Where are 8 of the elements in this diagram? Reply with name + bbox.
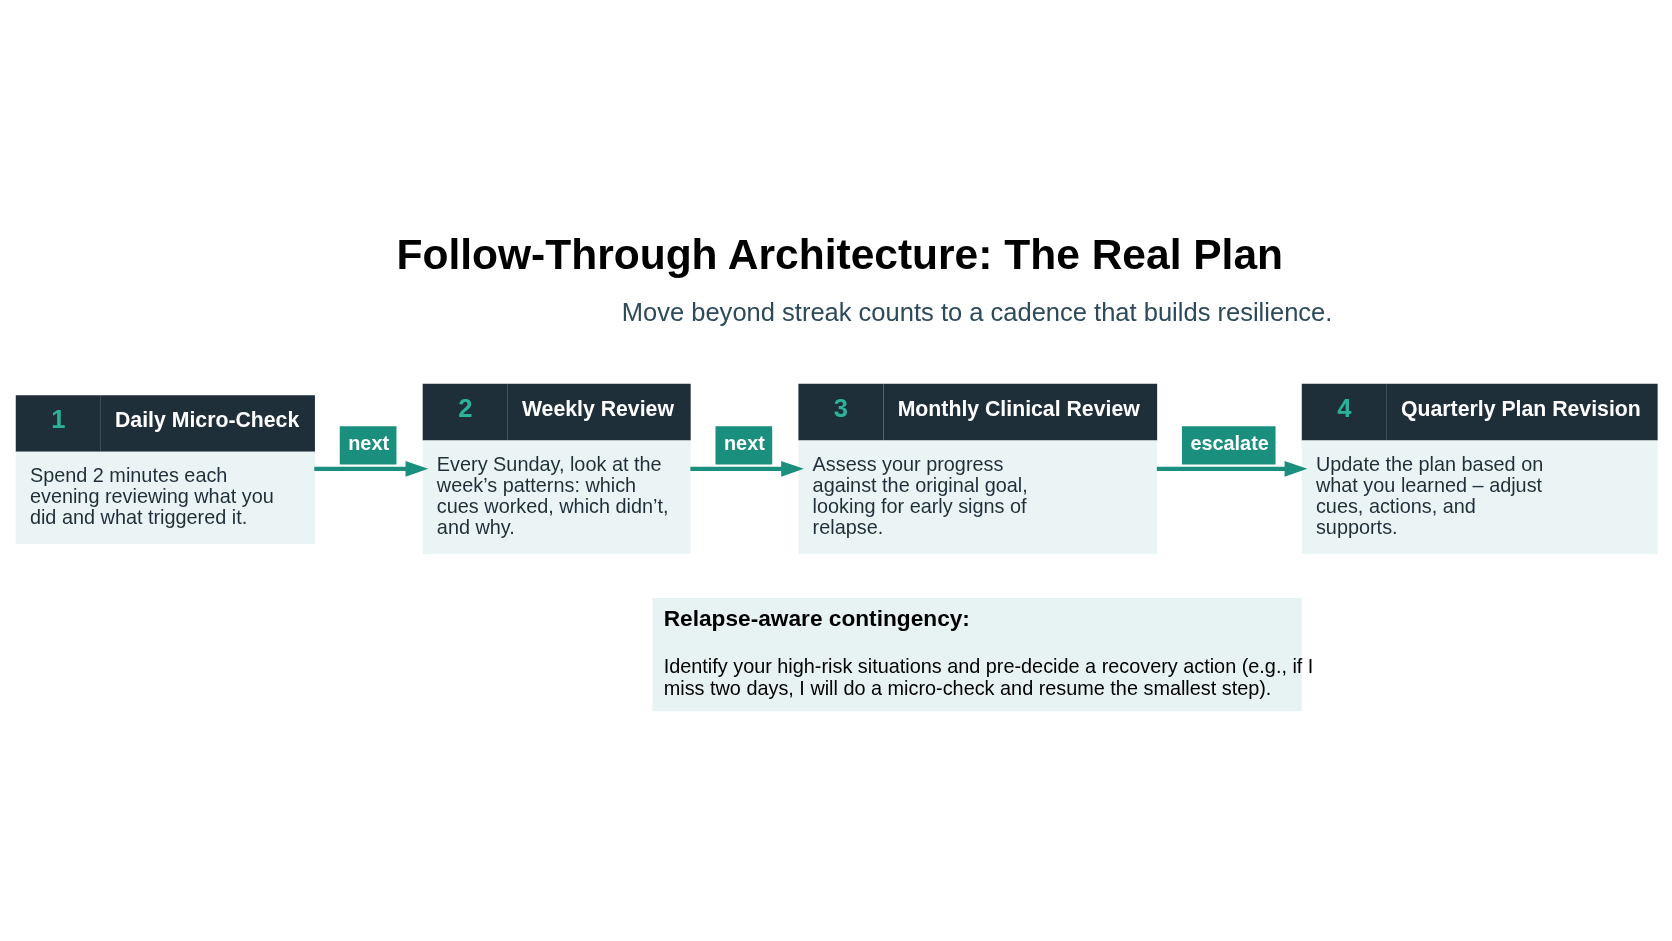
edge-label: next (723, 431, 765, 454)
label: Move beyond streak counts to a cadence that builds resilience. (621, 297, 1333, 326)
edge-label: escalate (1190, 431, 1269, 454)
diagram-title: Follow-Through Architecture: The Real Plan (396, 229, 1284, 278)
arrow (690, 460, 804, 477)
edge-label: next (348, 431, 390, 454)
arrow (314, 460, 429, 477)
arrow (1156, 460, 1308, 477)
